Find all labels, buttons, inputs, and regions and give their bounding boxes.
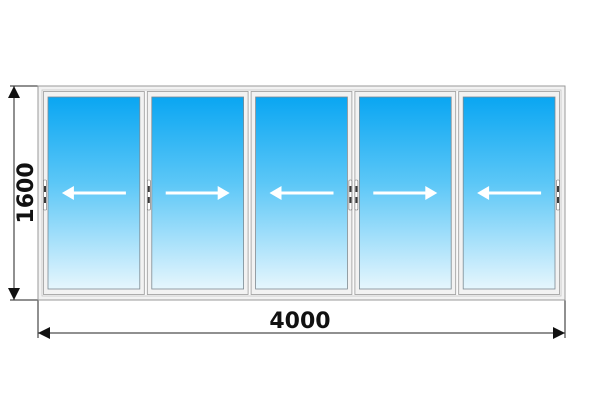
left-arrow-icon: [477, 186, 542, 200]
width-dimension: 4000: [37, 300, 566, 339]
left-arrow-icon: [61, 186, 126, 200]
height-dimension: 1600: [8, 85, 39, 301]
right-arrow-icon: [373, 186, 438, 200]
sash-handle[interactable]: [147, 179, 151, 211]
height-label: 1600: [14, 162, 39, 223]
right-arrow-icon: [165, 186, 230, 200]
window-pane: [250, 91, 353, 295]
sash-handle[interactable]: [348, 179, 353, 211]
window-pane: [354, 91, 457, 295]
sash-handle[interactable]: [43, 179, 47, 211]
width-label: 4000: [269, 309, 330, 334]
sash-handle[interactable]: [354, 179, 359, 211]
left-arrow-icon: [269, 186, 334, 200]
width-arrow-right-icon: [553, 327, 565, 339]
window-pane: [458, 91, 560, 295]
window-pane: [146, 91, 249, 295]
sash-handle[interactable]: [556, 179, 560, 211]
width-arrow-left-icon: [38, 327, 50, 339]
height-arrow-down-icon: [8, 288, 20, 300]
window-frame: [37, 85, 566, 301]
height-arrow-up-icon: [8, 86, 20, 98]
window-pane: [43, 91, 145, 295]
